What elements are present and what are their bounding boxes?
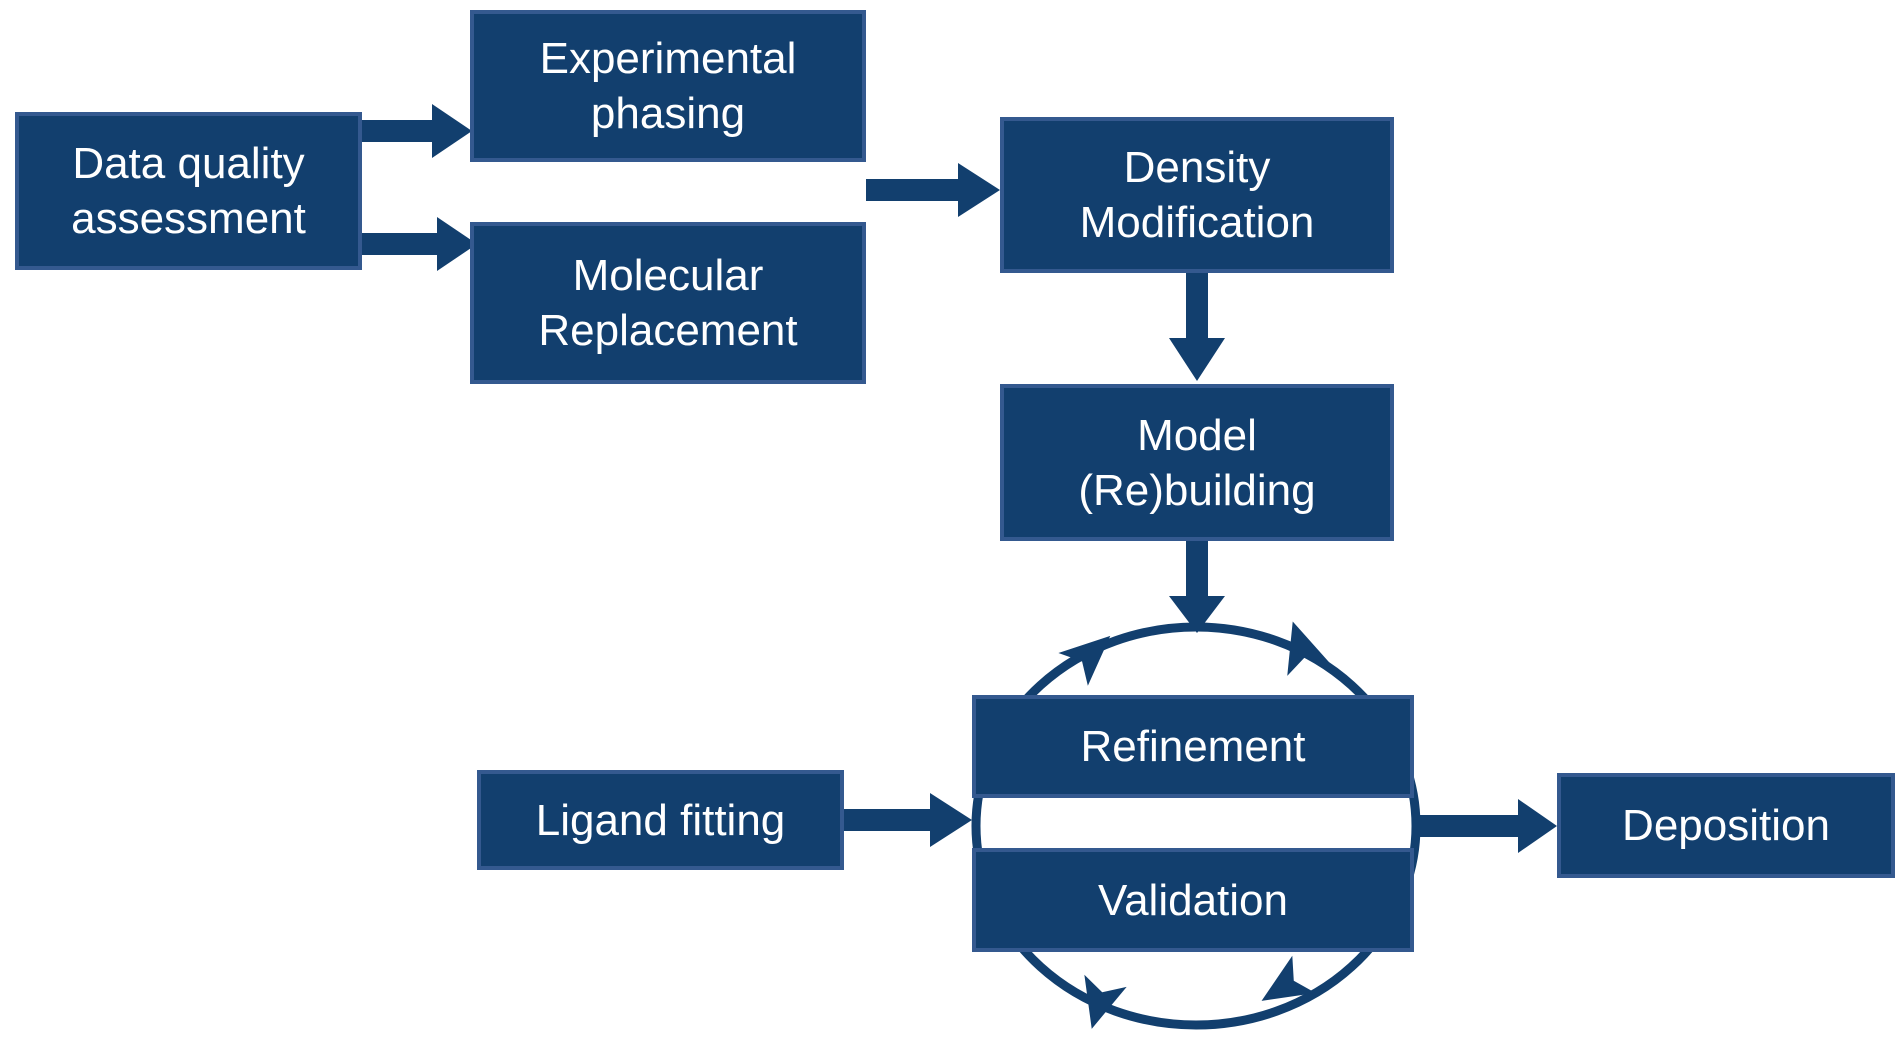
node-molecular-replacement: Molecular Replacement bbox=[470, 222, 866, 384]
node-refinement: Refinement bbox=[972, 695, 1414, 798]
arrow-phasing-to-densitymod bbox=[866, 163, 1000, 217]
node-experimental-phasing: Experimental phasing bbox=[470, 10, 866, 162]
node-model-rebuilding: Model (Re)building bbox=[1000, 384, 1394, 541]
arrow-ligand-to-cycle bbox=[843, 793, 972, 847]
cycle-arrowhead-top-left bbox=[1058, 635, 1111, 686]
cycle-arrowhead-top-right bbox=[1287, 621, 1330, 676]
arrow-rebuilding-to-cycle bbox=[1169, 541, 1225, 633]
node-deposition: Deposition bbox=[1557, 773, 1895, 878]
arrow-dataquality-to-molrep bbox=[362, 217, 477, 271]
cycle-arrowhead-bottom-left bbox=[1084, 974, 1127, 1029]
node-validation: Validation bbox=[972, 848, 1414, 952]
arrow-cycle-to-deposition bbox=[1418, 799, 1557, 853]
arrow-dataquality-to-phasing bbox=[362, 104, 472, 158]
node-data-quality-assessment: Data quality assessment bbox=[15, 112, 362, 270]
arrow-densitymod-to-rebuilding bbox=[1169, 273, 1225, 381]
node-ligand-fitting: Ligand fitting bbox=[477, 770, 844, 870]
cycle-ring bbox=[971, 622, 1421, 1030]
node-density-modification: Density Modification bbox=[1000, 117, 1394, 273]
cycle-arrowhead-bottom-right bbox=[1261, 955, 1316, 1001]
